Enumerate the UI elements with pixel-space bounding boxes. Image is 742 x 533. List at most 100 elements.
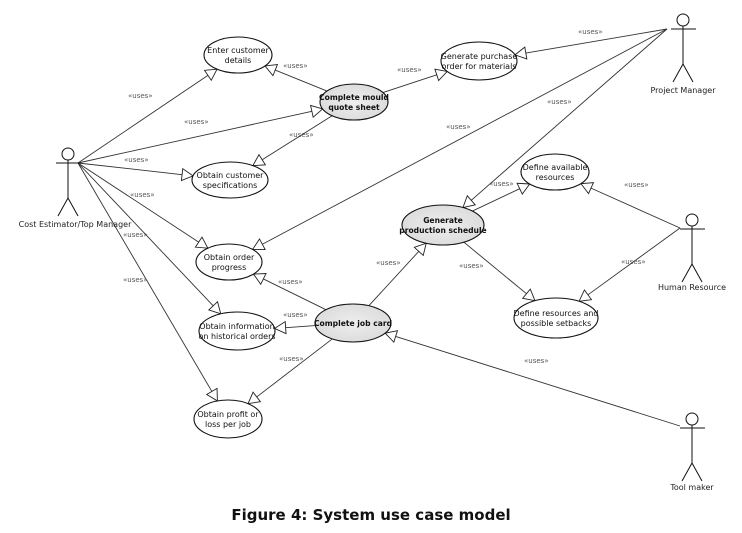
arrowhead-icon	[413, 242, 427, 257]
uses-label: «uses»	[124, 156, 149, 164]
actor-label: Cost Estimator/Top Manager	[19, 220, 132, 229]
uses-label: «uses»	[128, 92, 153, 100]
uses-label: «uses»	[123, 231, 148, 239]
association-line	[77, 162, 199, 243]
use-case-ellipse[interactable]	[520, 153, 590, 191]
use-case-label: specifications	[203, 181, 258, 190]
arrowhead-icon	[462, 194, 477, 209]
use-case-ellipse[interactable]	[319, 83, 389, 121]
arrowhead-icon	[194, 236, 209, 249]
association-line	[463, 241, 527, 295]
uses-label: «uses»	[278, 278, 303, 286]
association-line	[590, 187, 681, 229]
use-case-ellipse[interactable]	[314, 303, 392, 343]
uses-label: «uses»	[123, 276, 148, 284]
relationship-complete-mould-quote-sheet-to-enter-customer-details: «uses»	[264, 62, 328, 92]
use-case-ellipse[interactable]	[440, 41, 518, 81]
actor-human-resource[interactable]: Human Resource	[658, 213, 726, 292]
use-case-ellipse[interactable]	[513, 297, 599, 339]
arrowhead-icon	[309, 104, 324, 119]
association-line	[470, 28, 668, 201]
use-case-label: progress	[212, 263, 247, 272]
figure-caption: Figure 4: System use case model	[231, 506, 511, 524]
use-case-label: resources	[536, 173, 575, 182]
association-line	[77, 162, 213, 392]
use-case-ellipse[interactable]	[193, 399, 263, 439]
arrowhead-icon	[580, 182, 595, 195]
association-line	[587, 227, 681, 296]
use-case-label: Obtain order	[204, 253, 255, 262]
use-case-label: quote sheet	[328, 103, 380, 112]
arrowhead-icon	[252, 153, 267, 167]
actor-tool-maker[interactable]: Tool maker	[669, 412, 714, 492]
use-case-ellipse[interactable]	[401, 204, 485, 246]
stick-figure-icon	[680, 412, 705, 482]
association-line	[261, 115, 333, 161]
use-case-ellipse[interactable]	[191, 161, 269, 199]
arrowhead-icon	[252, 273, 267, 286]
uses-label: «uses»	[489, 180, 514, 188]
association-line	[395, 336, 681, 427]
use-case-label: order for materials	[442, 62, 517, 71]
use-case-label: loss per job	[205, 420, 251, 429]
use-case-ellipse[interactable]	[198, 311, 276, 351]
relationship-tool-maker-to-complete-job-card: «uses»	[384, 330, 681, 427]
uses-label: «uses»	[624, 181, 649, 189]
association-line	[368, 251, 420, 307]
arrowhead-icon	[247, 391, 262, 405]
arrowhead-icon	[384, 330, 399, 344]
uses-label: «uses»	[130, 191, 155, 199]
uses-label: «uses»	[289, 131, 314, 139]
use-case-label: production schedule	[399, 226, 486, 235]
arrowhead-icon	[251, 238, 266, 251]
relationship-project-manager-to-generate-production-schedule: «uses»	[462, 28, 668, 209]
uses-label: «uses»	[279, 355, 304, 363]
relationship-complete-job-card-to-generate-production-schedule: «uses»	[368, 242, 427, 307]
relationship-cost-estimator-to-obtain-order-progress: «uses»	[77, 162, 209, 249]
actor-cost-estimator[interactable]: Cost Estimator/Top Manager	[19, 147, 132, 229]
arrowhead-icon	[521, 288, 536, 302]
relationship-human-resource-to-define-resources-setbacks: «uses»	[578, 227, 681, 302]
relationship-cost-estimator-to-complete-mould-quote-sheet: «uses»	[77, 104, 324, 164]
use-case-label: details	[225, 56, 252, 65]
actor-label: Human Resource	[658, 283, 726, 292]
use-case-ellipse[interactable]	[203, 36, 273, 74]
uses-label: «uses»	[547, 98, 572, 106]
use-case-complete-job-card[interactable]: Complete job card	[314, 303, 392, 343]
use-case-label: Enter customer	[207, 46, 269, 55]
relationship-cost-estimator-to-obtain-customer-specifications: «uses»	[77, 156, 194, 182]
uses-label: «uses»	[397, 66, 422, 74]
association-line	[77, 74, 209, 164]
use-case-label: Obtain information	[199, 322, 274, 331]
association-line	[285, 325, 316, 329]
relationship-generate-production-schedule-to-define-available-resources: «uses»	[472, 180, 531, 212]
arrowhead-icon	[203, 68, 218, 82]
actor-layer: Cost Estimator/Top Manager Project Manage…	[19, 13, 726, 492]
association-line	[256, 338, 333, 398]
relationship-cost-estimator-to-enter-customer-details: «uses»	[77, 68, 218, 164]
arrowhead-icon	[264, 63, 279, 77]
uses-label: «uses»	[446, 123, 471, 131]
association-line	[77, 162, 214, 307]
arrowhead-icon	[514, 46, 528, 60]
arrowhead-icon	[434, 68, 449, 82]
use-case-label: Generate	[423, 216, 463, 225]
use-case-ellipse[interactable]	[195, 243, 263, 281]
use-case-label: Define available	[523, 163, 588, 172]
relationship-complete-job-card-to-obtain-order-progress: «uses»	[252, 273, 327, 311]
use-case-label: Generate purchase	[441, 52, 518, 61]
actor-label: Tool maker	[669, 483, 714, 492]
actor-project-manager[interactable]: Project Manager	[651, 13, 717, 95]
